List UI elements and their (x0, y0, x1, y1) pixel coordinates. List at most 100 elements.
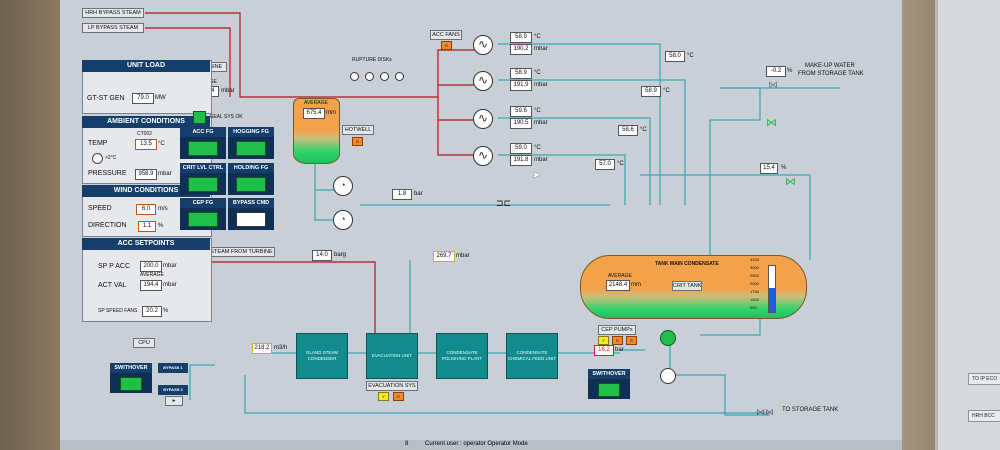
temp-label: TEMP (88, 140, 108, 147)
cep-pump-2-icon[interactable] (660, 368, 676, 384)
pressure-value: 958.9 (135, 169, 157, 180)
evac-status-yellow[interactable]: Y (378, 392, 389, 401)
acc-fan-2-temp-unit: °C (534, 108, 541, 114)
makeup-valve-icon[interactable]: ⋈ (768, 80, 778, 91)
tile-3-title: HOLDING FG (228, 163, 274, 173)
tile-2-indicator[interactable] (188, 177, 218, 192)
hotwell-status[interactable]: R (352, 137, 363, 146)
seal-sys-indicator (193, 111, 206, 124)
acc-fan-0-pressure: 190.2 (510, 44, 532, 55)
acc-fan-1-pressure: 191.9 (510, 80, 532, 91)
tank-level-fill (769, 288, 775, 312)
hrh-bypass-steam-button[interactable]: HRH BYPASS STEAM (82, 8, 144, 18)
acc-fan-3-icon[interactable]: ∿ (473, 146, 493, 166)
makeup-label-2: FROM STORAGE TANK (798, 71, 864, 77)
tank-level-bar (768, 265, 776, 313)
process-box-1[interactable]: EVACUATION UNIT (366, 333, 418, 379)
act-val-value: 194.4 (140, 280, 162, 291)
cep-status-orange-2[interactable]: R (626, 336, 637, 345)
acc-fans-status[interactable]: R (441, 41, 452, 50)
rupture-disk-0-icon (350, 72, 359, 81)
line-temp-3-unit: °C (617, 161, 624, 167)
bypass-2-title: BYPASS 2 (158, 385, 188, 395)
inline-valve-icon[interactable]: ⊐⊏ (496, 198, 512, 208)
line-temp-2: 58.6 (618, 125, 638, 136)
to-storage-tank-label: TO STORAGE TANK (782, 407, 839, 413)
hotwell-pump-1-icon[interactable]: ◔ (333, 176, 353, 196)
acc-fan-2-icon[interactable]: ∿ (473, 109, 493, 129)
hotwell-pump-2-icon[interactable]: ◔ (333, 210, 353, 230)
rupture-disk-1-icon (365, 72, 374, 81)
acc-fan-3-pressure: 191.8 (510, 155, 532, 166)
tank-scale-1: 3000 (750, 265, 759, 270)
direction-label: DIRECTION (88, 222, 127, 229)
tile-1-indicator[interactable] (236, 141, 266, 156)
tile-5-indicator[interactable] (236, 212, 266, 227)
switchover-left-indicator[interactable] (120, 377, 142, 391)
mid-pressure-unit: bar (414, 191, 423, 197)
cpu-button[interactable]: CPU (133, 338, 155, 348)
switchover-right-indicator[interactable] (598, 383, 620, 397)
process-box-0[interactable]: GLAND STEAM CONDENSER (296, 333, 348, 379)
sp-speed-fans-value[interactable]: 20.2 (142, 306, 162, 317)
line-temp-3: 57.0 (595, 159, 615, 170)
evac-status-orange[interactable]: R (393, 392, 404, 401)
tile-4-indicator[interactable] (188, 212, 218, 227)
gen-label: GT-ST GEN (87, 95, 125, 102)
right-monitor: TO IP ECO HRH BCC (935, 0, 1000, 450)
bypass-2-button[interactable]: ▸ (165, 396, 183, 406)
tank-value: 2148.4 (606, 280, 630, 291)
hotwell-button[interactable]: HOTWELL (342, 125, 374, 135)
cep-status-yellow[interactable]: Y (598, 336, 609, 345)
process-box-2[interactable]: CONDENSATE POLISHING PLANT (436, 333, 488, 379)
hotwell-value: 675.4 (303, 108, 325, 119)
acc-fan-2-pressure: 190.5 (510, 118, 532, 129)
acc-fan-1-icon[interactable]: ∿ (473, 71, 493, 91)
temp-indicator-label: >2°C (105, 155, 117, 161)
tile-2-title: CRIT LVL CTRL (180, 163, 226, 173)
turbine-average-unit: mbar (221, 88, 235, 94)
cep-pumps-button[interactable]: CEP PUMPs (598, 325, 636, 335)
crit-tank-button[interactable]: CRIT TANK (672, 281, 702, 291)
lp-bypass-steam-button[interactable]: LP BYPASS STEAM (82, 23, 144, 33)
bypass-1-title: BYPASS 1 (158, 363, 188, 373)
hrh-bcc-button[interactable]: HRH BCC (968, 410, 1000, 422)
cep-pump-1-icon[interactable] (660, 330, 676, 346)
setpoints-title: ACC SETPOINTS (82, 238, 210, 250)
storage-valve-icon[interactable]: ⋈⋈ (756, 407, 774, 417)
act-val-label: ACT VAL (98, 282, 127, 289)
cep-status-orange-1[interactable]: R (612, 336, 623, 345)
line-temp-2-unit: °C (640, 127, 647, 133)
tank-scale-4: 1750 (750, 289, 759, 294)
sp-acc-value[interactable]: 200.0 (140, 261, 162, 272)
temp-indicator-icon (92, 153, 103, 164)
rupture-disk-2-icon (380, 72, 389, 81)
tile-3-indicator[interactable] (236, 177, 266, 192)
evacuation-sys-button[interactable]: EVACUATION SYS (366, 381, 418, 391)
makeup-label: MAKE-UP WATER (805, 63, 855, 69)
steam-from-turbine-button[interactable]: STEAM FROM TURBINE (208, 247, 275, 257)
acc-fan-3-temp: 59.0 (510, 143, 532, 154)
act-val-unit: mbar (163, 282, 177, 288)
valve2-icon[interactable]: ⋈ (785, 176, 796, 188)
steam-pressure-unit: barg (334, 252, 347, 258)
acc-fan-3-temp-unit: °C (534, 145, 541, 151)
acc-fan-0-pressure-unit: mbar (534, 46, 548, 52)
acc-fan-1-temp-unit: °C (534, 70, 541, 76)
pressure-unit: mbar (158, 171, 172, 177)
process-box-3[interactable]: CONDENSATE CHEMICAL FEED UNIT (506, 333, 558, 379)
tile-0-indicator[interactable] (188, 141, 218, 156)
gen-unit: MW (155, 95, 166, 101)
gen-value: 79.0 (132, 93, 154, 104)
tank-title: TANK MAIN CONDENSATE (655, 261, 719, 267)
acc-fan-0-icon[interactable]: ∿ (473, 35, 493, 55)
acc-fans-button[interactable]: ACC FANS (430, 30, 462, 40)
flow-value: 218.2 (252, 343, 272, 354)
pressure-label: PRESSURE (88, 170, 127, 177)
wind-title: WIND CONDITIONS (82, 185, 210, 197)
acc-fan-2-pressure-unit: mbar (534, 120, 548, 126)
tank-scale-2: 2500 (750, 273, 759, 278)
to-ip-eco-button[interactable]: TO IP ECO (968, 373, 1000, 385)
makeup-green-valve-icon[interactable]: ⋈ (766, 117, 777, 129)
makeup-value: -0.2 (766, 66, 786, 77)
